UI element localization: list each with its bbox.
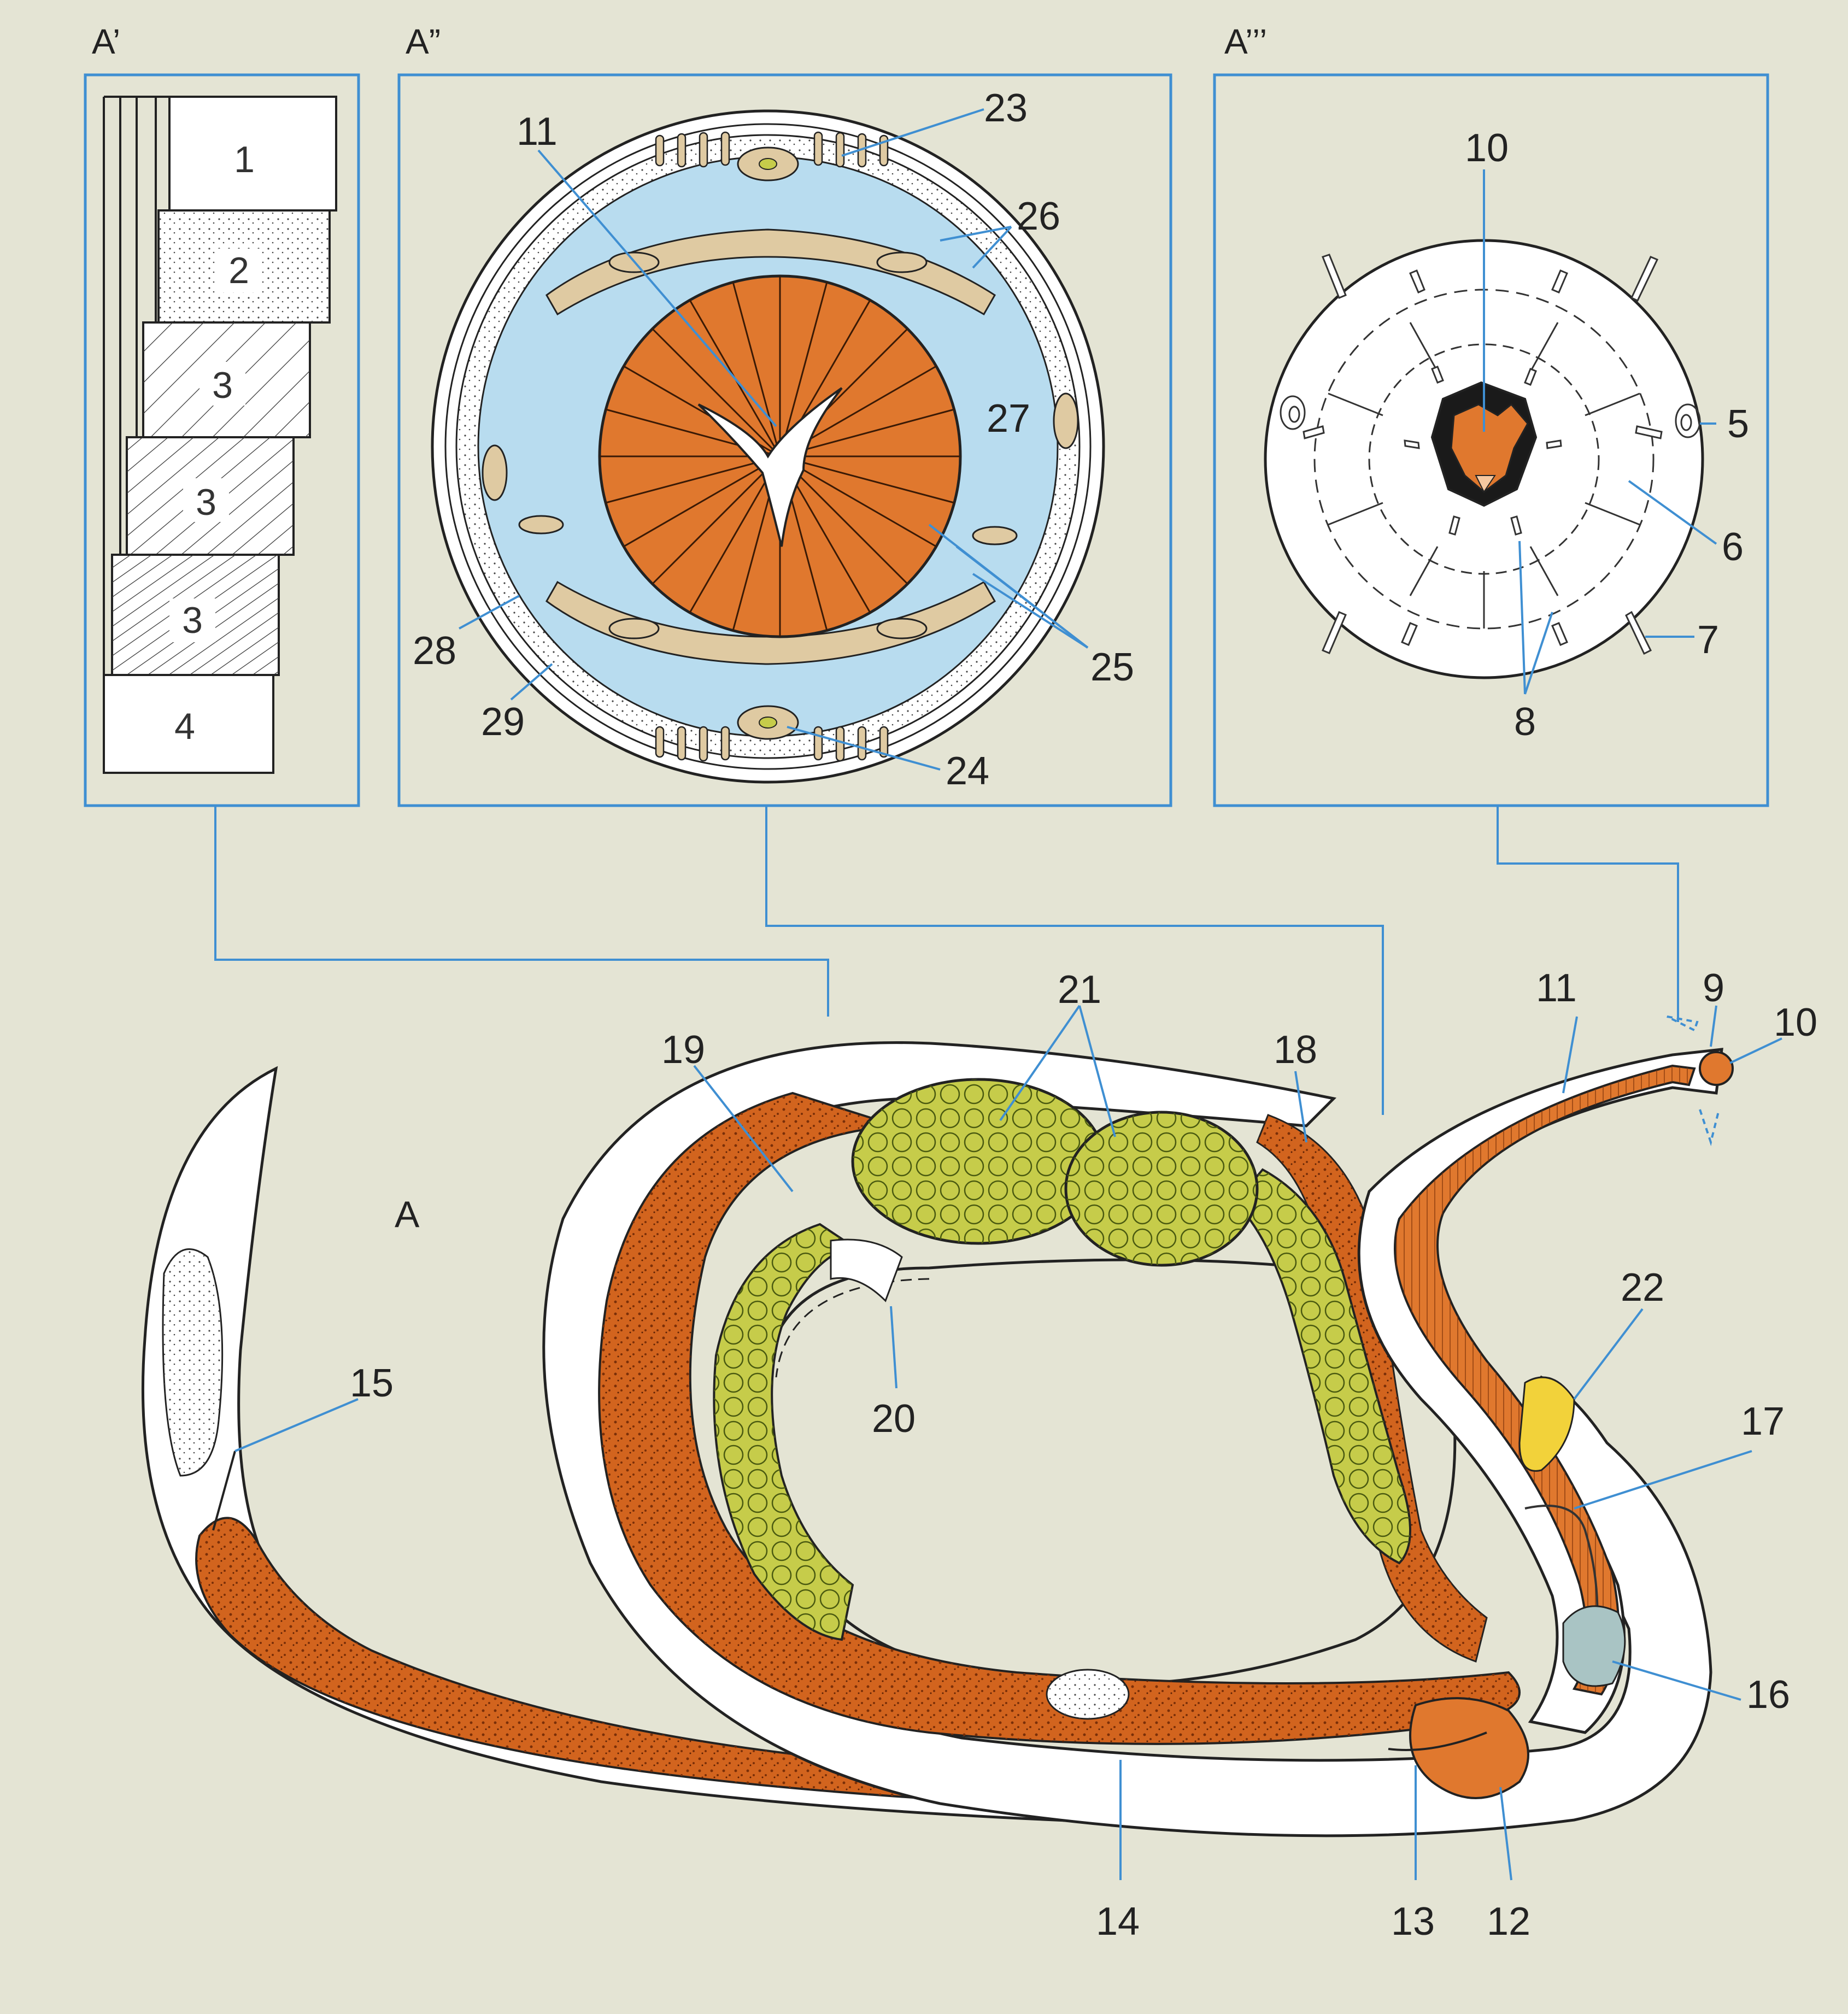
tail-anus — [212, 1451, 236, 1531]
label-17: 17 — [1741, 1400, 1785, 1443]
label-10-head: 10 — [1465, 126, 1509, 170]
amphid-gland — [1518, 1376, 1575, 1472]
label-25: 25 — [1090, 645, 1134, 689]
panel-a-double-title: A” — [406, 22, 441, 61]
lateral-cord-right — [1053, 392, 1079, 449]
label-12: 12 — [1487, 1900, 1530, 1943]
head-tip — [1667, 1015, 1734, 1147]
cuticle-label-3a: 3 — [212, 365, 233, 406]
label-26: 26 — [1017, 195, 1060, 238]
pharynx-lumen — [697, 387, 843, 547]
panel-connectors — [214, 806, 1679, 1115]
panel-a-triple: A’’’ — [1213, 22, 1769, 807]
label-10-body: 10 — [1774, 1001, 1817, 1044]
lateral-cord-left — [482, 444, 508, 501]
label-5: 5 — [1727, 402, 1749, 446]
amphid-right — [1675, 403, 1701, 438]
cuticle-layer-stack — [103, 96, 337, 774]
hypodermal-processes — [655, 131, 889, 762]
label-21: 21 — [1058, 968, 1101, 1012]
cuticle-label-2: 2 — [228, 250, 249, 291]
head-leaders — [1483, 169, 1717, 695]
label-18: 18 — [1274, 1028, 1317, 1072]
label-20: 20 — [872, 1397, 916, 1441]
label-11-body: 11 — [1536, 966, 1577, 1010]
cardia — [1409, 1697, 1529, 1799]
label-6: 6 — [1722, 525, 1744, 569]
label-22: 22 — [1621, 1266, 1664, 1310]
label-13: 13 — [1391, 1900, 1435, 1943]
cuticle-label-3c: 3 — [182, 600, 203, 641]
label-14: 14 — [1096, 1900, 1140, 1943]
label-7: 7 — [1697, 618, 1719, 662]
intestine-lumen — [1388, 1731, 1487, 1751]
label-23: 23 — [984, 86, 1028, 130]
head-labels: 10 5 6 7 8 — [1465, 126, 1749, 744]
panel-a-double-frame — [397, 73, 1172, 807]
stoma-teeth — [1450, 403, 1529, 493]
panel-a-triple-frame — [1213, 73, 1769, 807]
cuticle-layer-4 — [103, 674, 274, 774]
inner-labial-papillae — [1404, 366, 1562, 536]
panel-a-double: A” — [397, 22, 1172, 807]
body-leaders — [234, 1005, 1782, 1881]
nematode-body: A — [141, 966, 1817, 1943]
panel-a-prime: A’ 1 2 3 3 — [84, 22, 360, 807]
body-labels: 9 10 11 21 19 18 20 22 17 15 16 14 13 12 — [350, 966, 1817, 1943]
cuticle-label-4: 4 — [174, 706, 195, 747]
label-24: 24 — [946, 749, 989, 793]
head-en-face: 10 5 6 7 8 — [1264, 126, 1749, 744]
label-29: 29 — [481, 700, 525, 744]
panel-a-prime-title: A’ — [92, 22, 120, 61]
cuticle-label-3b: 3 — [196, 482, 216, 523]
panel-main-title: A — [395, 1194, 420, 1235]
cross-section: 11 23 26 27 25 28 29 24 — [413, 86, 1134, 793]
amphid-left — [1280, 395, 1306, 430]
cross-section-leaders — [459, 108, 1089, 771]
label-9: 9 — [1703, 966, 1724, 1010]
label-27: 27 — [987, 397, 1030, 441]
cephalic-setae — [1303, 254, 1663, 655]
cuticle-label-1: 1 — [234, 139, 255, 180]
panel-a-triple-title: A’’’ — [1224, 22, 1267, 61]
excretory-cell — [1562, 1605, 1626, 1687]
label-11-cross: 11 — [517, 110, 558, 154]
label-19: 19 — [661, 1028, 705, 1072]
cuticle-layer-labels: 1 2 3 3 3 4 — [169, 136, 267, 747]
panel-a-prime-frame — [84, 73, 360, 807]
cross-section-labels: 11 23 26 27 25 28 29 24 — [413, 86, 1134, 793]
uterus-eggs — [851, 1078, 1259, 1267]
vulva-region — [830, 1238, 903, 1302]
label-16: 16 — [1746, 1673, 1790, 1717]
label-28: 28 — [413, 629, 456, 673]
label-15: 15 — [350, 1361, 394, 1405]
label-8: 8 — [1514, 700, 1536, 744]
